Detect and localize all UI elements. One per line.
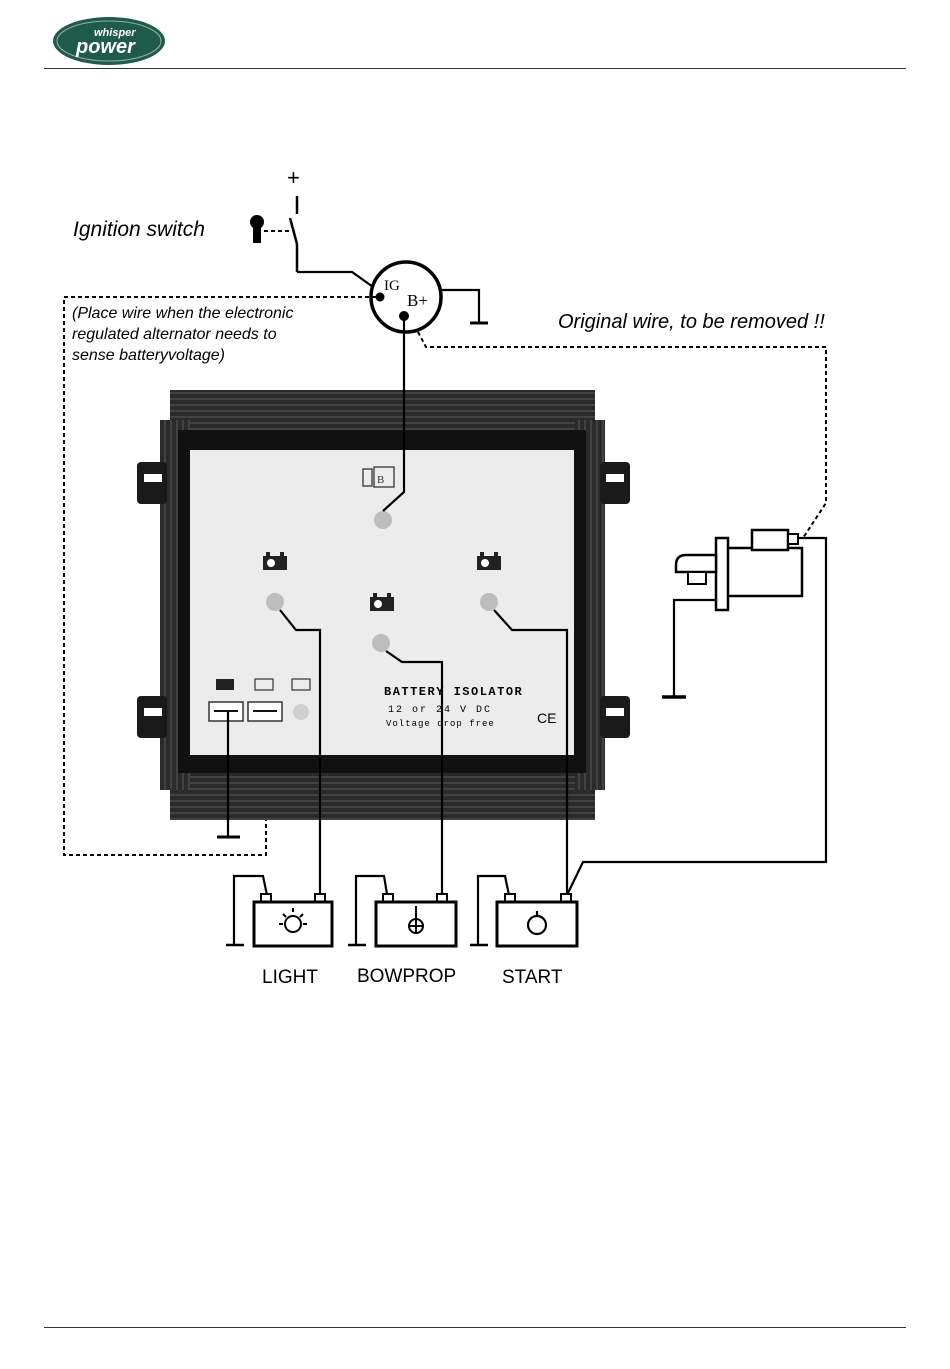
panel-line2: 12 or 24 V DC [388, 705, 492, 716]
battery-isolator-wiring-diagram: + Ignition switch IG B+ (Place wire when… [0, 150, 950, 1000]
brand-main-text: power [75, 36, 136, 58]
starter-motor [662, 530, 802, 697]
key-icon [250, 215, 264, 243]
original-wire-label: Original wire, to be removed !! [558, 311, 825, 333]
battery-label-light: LIGHT [262, 967, 318, 988]
ignition-label: Ignition switch [73, 218, 205, 241]
terminal-ig-label: IG [384, 278, 400, 294]
ce-mark: CE [537, 710, 556, 726]
alternator: IG B+ [371, 262, 488, 332]
input-terminal [374, 511, 392, 529]
plus-sign: + [287, 165, 300, 190]
panel-title: BATTERY ISOLATOR [384, 685, 523, 699]
ignition-switch: + Ignition switch [73, 165, 300, 272]
svg-text:B: B [377, 474, 384, 486]
note-line-1: (Place wire when the electronic [72, 305, 293, 322]
terminal-bplus-label: B+ [407, 291, 428, 310]
battery-bowprop [348, 876, 456, 946]
battery-start [470, 876, 577, 946]
whisper-power-logo: whisper power [52, 16, 166, 66]
output-terminal-right [480, 593, 498, 611]
panel-line3: Voltage drop free [386, 719, 495, 729]
battery-isolator-unit: B [137, 390, 630, 820]
sense-note: (Place wire when the electronic regulate… [72, 305, 293, 364]
note-line-3: sense batteryvoltage) [72, 347, 225, 364]
note-line-2: regulated alternator needs to [72, 326, 277, 343]
output-terminal-left [266, 593, 284, 611]
battery-label-start: START [502, 967, 563, 988]
battery-light [226, 876, 332, 946]
output-terminal-middle [372, 634, 390, 652]
battery-label-bowprop: BOWPROP [357, 966, 456, 987]
header-rule [44, 68, 906, 69]
footer-rule [44, 1327, 906, 1328]
terminal-ig-dot [376, 293, 385, 302]
